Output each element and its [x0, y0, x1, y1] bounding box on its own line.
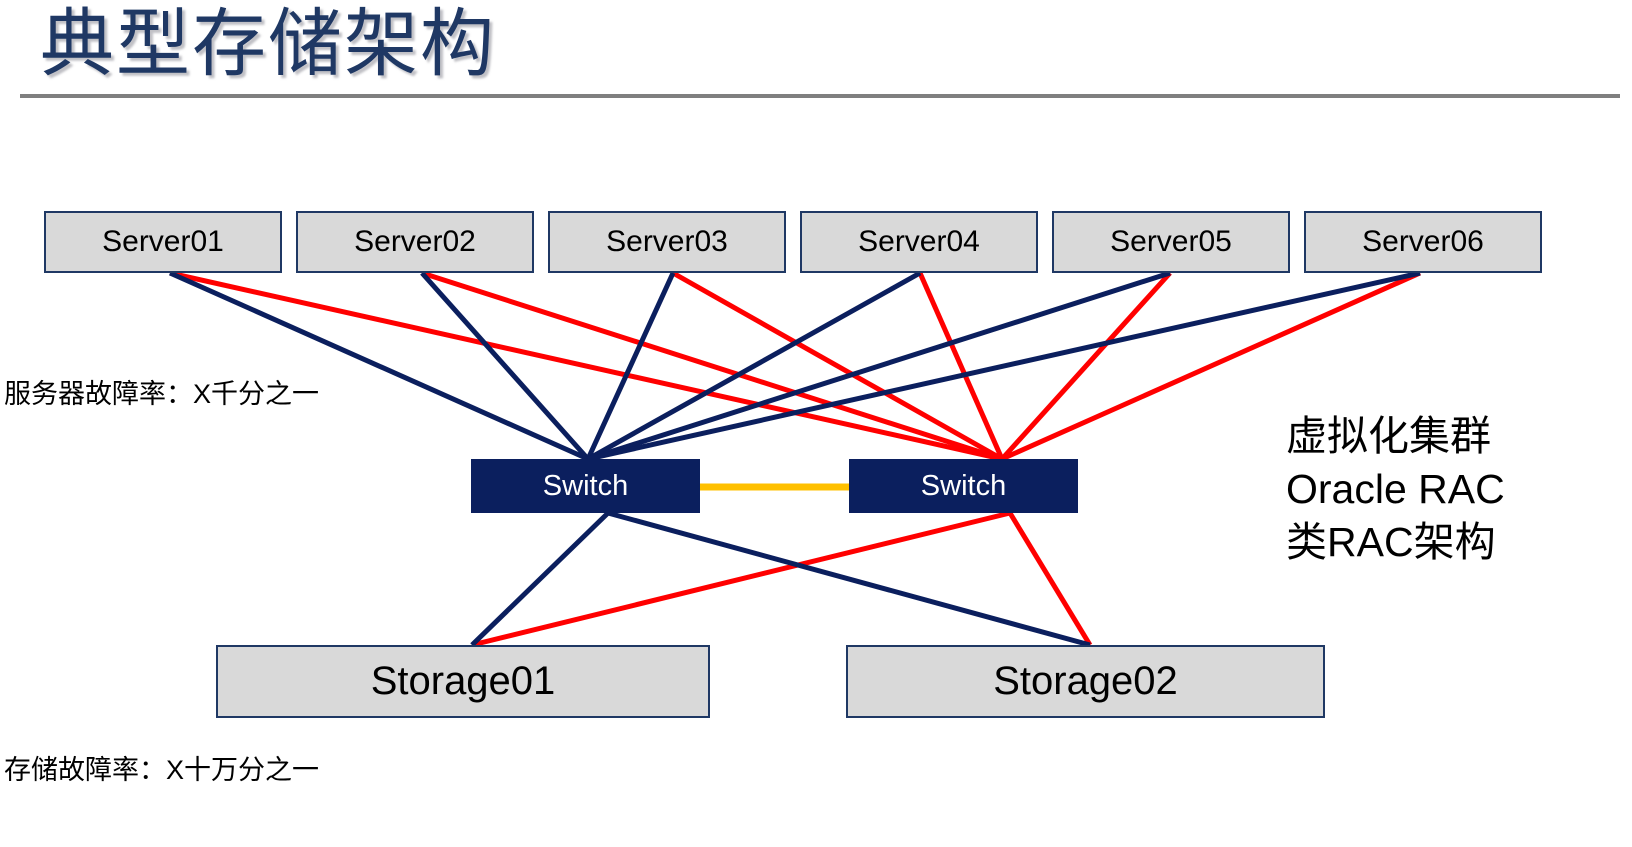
node-switch-right[interactable]: Switch [849, 459, 1078, 513]
node-label: Switch [542, 469, 629, 502]
cluster-note-line-1: 虚拟化集群 [1286, 413, 1491, 459]
node-label: Storage02 [993, 659, 1178, 703]
wire-server-1-to-switch-left [168, 270, 590, 462]
wire-server-5-to-switch-right [1000, 271, 1172, 461]
node-server-03[interactable]: Server03 [548, 211, 786, 273]
node-label: Server03 [606, 225, 728, 258]
wire-switch-right-to-storage-02 [1007, 511, 1093, 647]
node-label: Server02 [354, 225, 476, 258]
page-title: 典型存储架构 [40, 2, 496, 85]
node-label: Switch [920, 469, 1007, 502]
wire-switch-right-to-storage-01 [471, 510, 1011, 648]
cluster-note-line-2: Oracle RAC [1286, 466, 1505, 512]
wire-server-3-to-switch-right [671, 270, 1004, 462]
wire-server-1-to-switch-right [169, 270, 1003, 462]
node-storage-01[interactable]: Storage01 [216, 645, 710, 718]
annotation-storage-failure-rate: 存储故障率：X十万分之一 [4, 755, 320, 785]
node-server-05[interactable]: Server05 [1052, 211, 1290, 273]
node-label: Server04 [858, 225, 980, 258]
node-server-04[interactable]: Server04 [800, 211, 1038, 273]
node-label: Server01 [102, 225, 224, 258]
wire-server-6-to-switch-right [1000, 270, 1422, 462]
wire-server-2-to-switch-left [420, 271, 590, 461]
node-label: Server06 [1362, 225, 1484, 258]
node-switch-left[interactable]: Switch [471, 459, 700, 513]
node-storage-02[interactable]: Storage02 [846, 645, 1325, 718]
annotation-cluster-types: 虚拟化集群 Oracle RAC 类RAC架构 [1286, 410, 1505, 569]
wire-server-2-to-switch-right [421, 270, 1003, 462]
node-label: Server05 [1110, 225, 1232, 258]
wire-server-5-to-switch-left [587, 270, 1171, 462]
node-label: Storage01 [370, 659, 556, 703]
cluster-note-line-3: 类RAC架构 [1286, 519, 1496, 565]
node-server-02[interactable]: Server02 [296, 211, 534, 273]
node-server-06[interactable]: Server06 [1304, 211, 1542, 273]
node-server-01[interactable]: Server01 [44, 211, 282, 273]
wire-switch-left-to-storage-02 [607, 510, 1091, 648]
wire-server-4-to-switch-right [917, 271, 1005, 461]
annotation-server-failure-rate: 服务器故障率：X千分之一 [4, 379, 320, 409]
wire-switch-left-to-storage-01 [470, 511, 610, 647]
wire-server-3-to-switch-left [585, 271, 676, 461]
wire-server-4-to-switch-left [586, 270, 922, 462]
title-divider [20, 94, 1620, 98]
wire-server-6-to-switch-left [587, 270, 1421, 462]
